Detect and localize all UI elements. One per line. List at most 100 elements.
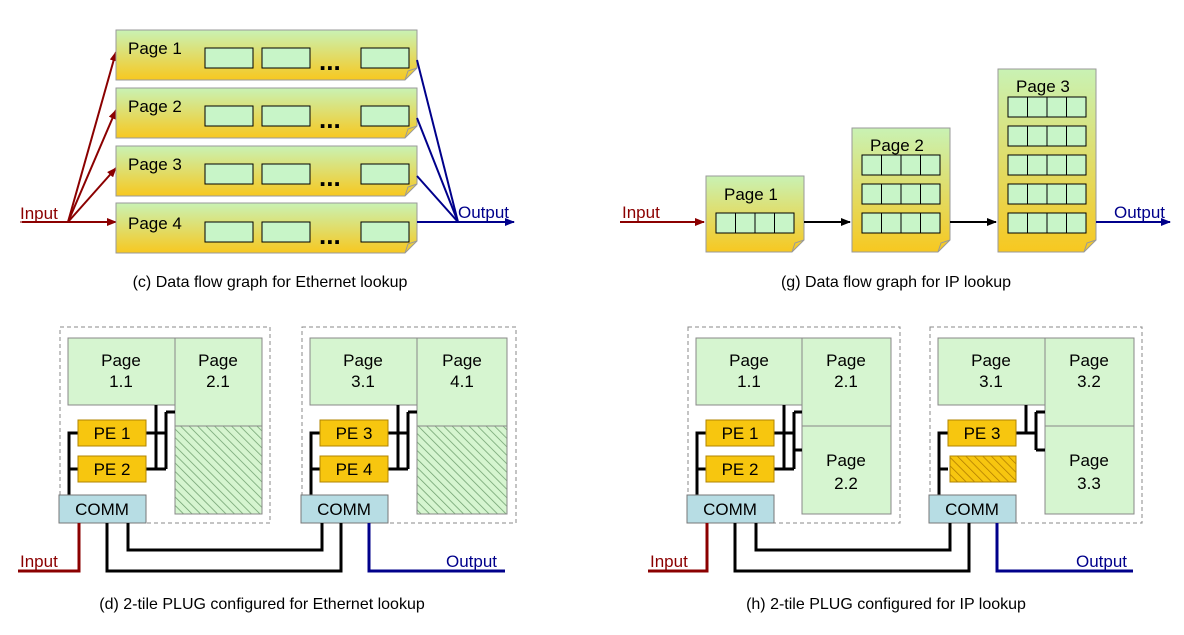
tile-2-outline — [929, 326, 1143, 524]
pe-3 — [319, 419, 389, 447]
page-2-1 — [174, 337, 263, 427]
pe-2 — [77, 455, 147, 483]
entry-cell — [204, 105, 254, 127]
pe-label: PE 1 — [94, 424, 131, 443]
page-fold — [404, 240, 418, 254]
page-label: Page — [343, 351, 383, 370]
entry-cell — [360, 221, 410, 243]
comm-label: COMM — [75, 500, 129, 519]
wire-pe-mem — [774, 405, 802, 471]
page-fold — [791, 239, 805, 253]
tile-2-outline — [301, 326, 517, 524]
page-row-3: Page 3 ... — [115, 145, 418, 197]
tile-1-outline — [59, 326, 271, 524]
ip-page-2: Page 2 — [851, 127, 951, 253]
page-3-1 — [937, 337, 1046, 406]
comm-label: COMM — [703, 500, 757, 519]
input-wire — [18, 523, 81, 573]
entry-row — [1007, 183, 1087, 205]
ellipsis: ... — [319, 162, 341, 192]
output-label: Output — [1114, 203, 1165, 222]
pe-3 — [947, 419, 1017, 447]
ellipsis: ... — [319, 104, 341, 134]
pe-label: PE 2 — [94, 460, 131, 479]
page-fold — [1083, 239, 1097, 253]
caption-h: (h) 2-tile PLUG configured for IP lookup — [746, 596, 1026, 613]
output-label: Output — [458, 203, 509, 222]
pe-unused — [949, 455, 1017, 483]
pe-4 — [319, 455, 389, 483]
entry-cell — [204, 47, 254, 69]
page-label: Page — [1069, 351, 1109, 370]
ip-page-1: Page 1 — [705, 175, 805, 253]
page-fold — [937, 239, 951, 253]
page-label: Page — [198, 351, 238, 370]
wire-comm-pe — [67, 431, 78, 495]
page-1-1 — [67, 337, 176, 406]
page-label: Page 2 — [870, 136, 924, 155]
panel-d-ethernet-plug: Page 1.1 Page 2.1 PE 1 PE 2 COMM Page 3.… — [18, 326, 517, 613]
output-line-page1 — [416, 59, 459, 223]
entry-row — [861, 212, 941, 234]
input-wire — [648, 523, 709, 573]
comm-label: COMM — [317, 500, 371, 519]
page-fold — [404, 67, 418, 81]
entry-cell — [204, 221, 254, 243]
page-label: Page — [826, 451, 866, 470]
page-label: Page — [1069, 451, 1109, 470]
page-label: Page 3 — [1016, 77, 1070, 96]
page-4-1 — [416, 337, 508, 427]
entry-cell — [204, 163, 254, 185]
caption-d: (d) 2-tile PLUG configured for Ethernet … — [99, 596, 425, 613]
pe-label: PE 1 — [722, 424, 759, 443]
page-label: Page — [442, 351, 482, 370]
output-label: Output — [1076, 552, 1127, 571]
wire-pe-mem — [146, 405, 175, 471]
entry-row — [1007, 154, 1087, 176]
ellipsis: ... — [319, 220, 341, 250]
pe-label: PE 3 — [964, 424, 1001, 443]
page-label: Page — [826, 351, 866, 370]
entry-row — [1007, 212, 1087, 234]
page-number: 2.1 — [834, 372, 858, 391]
tile-1-outline — [687, 326, 901, 524]
unused-memory — [174, 425, 263, 515]
input-arrow-page3 — [67, 167, 117, 223]
page-3-2 — [1044, 337, 1135, 427]
page-label: Page 2 — [128, 97, 182, 116]
entry-cell — [360, 47, 410, 69]
entry-row — [861, 154, 941, 176]
network-wire-a — [126, 523, 324, 552]
page-label: Page — [971, 351, 1011, 370]
pe-label: PE 2 — [722, 460, 759, 479]
comm-1 — [686, 494, 775, 524]
page-2-2 — [801, 425, 892, 515]
page-number: 3.3 — [1077, 474, 1101, 493]
input-arrow-page2 — [67, 109, 117, 223]
page-label: Page 1 — [724, 185, 778, 204]
output-line-page3 — [416, 175, 459, 223]
caption-g: (g) Data flow graph for IP lookup — [781, 274, 1011, 291]
pe-label: PE 4 — [336, 460, 373, 479]
comm-2 — [300, 494, 389, 524]
comm-2 — [928, 494, 1017, 524]
page-number: 3.1 — [979, 372, 1003, 391]
page-1-1 — [695, 337, 803, 406]
page-row-1: Page 1 ... — [115, 29, 418, 81]
input-arrow-page1 — [67, 51, 118, 223]
entry-row — [1007, 125, 1087, 147]
entry-cell — [360, 105, 410, 127]
input-label: Input — [20, 204, 58, 223]
pe-label: PE 3 — [336, 424, 373, 443]
page-label: Page 4 — [128, 214, 182, 233]
panel-g-ip-dataflow: Input Page 1 Page 2 — [620, 68, 1171, 291]
page-label: Page — [729, 351, 769, 370]
entry-row — [1007, 96, 1087, 118]
page-label: Page 3 — [128, 155, 182, 174]
page-number: 2.1 — [206, 372, 230, 391]
page-label: Page — [101, 351, 141, 370]
network-wire-b — [733, 523, 971, 573]
page-number: 3.1 — [351, 372, 375, 391]
page-row-4: Page 4 ... — [115, 202, 418, 254]
